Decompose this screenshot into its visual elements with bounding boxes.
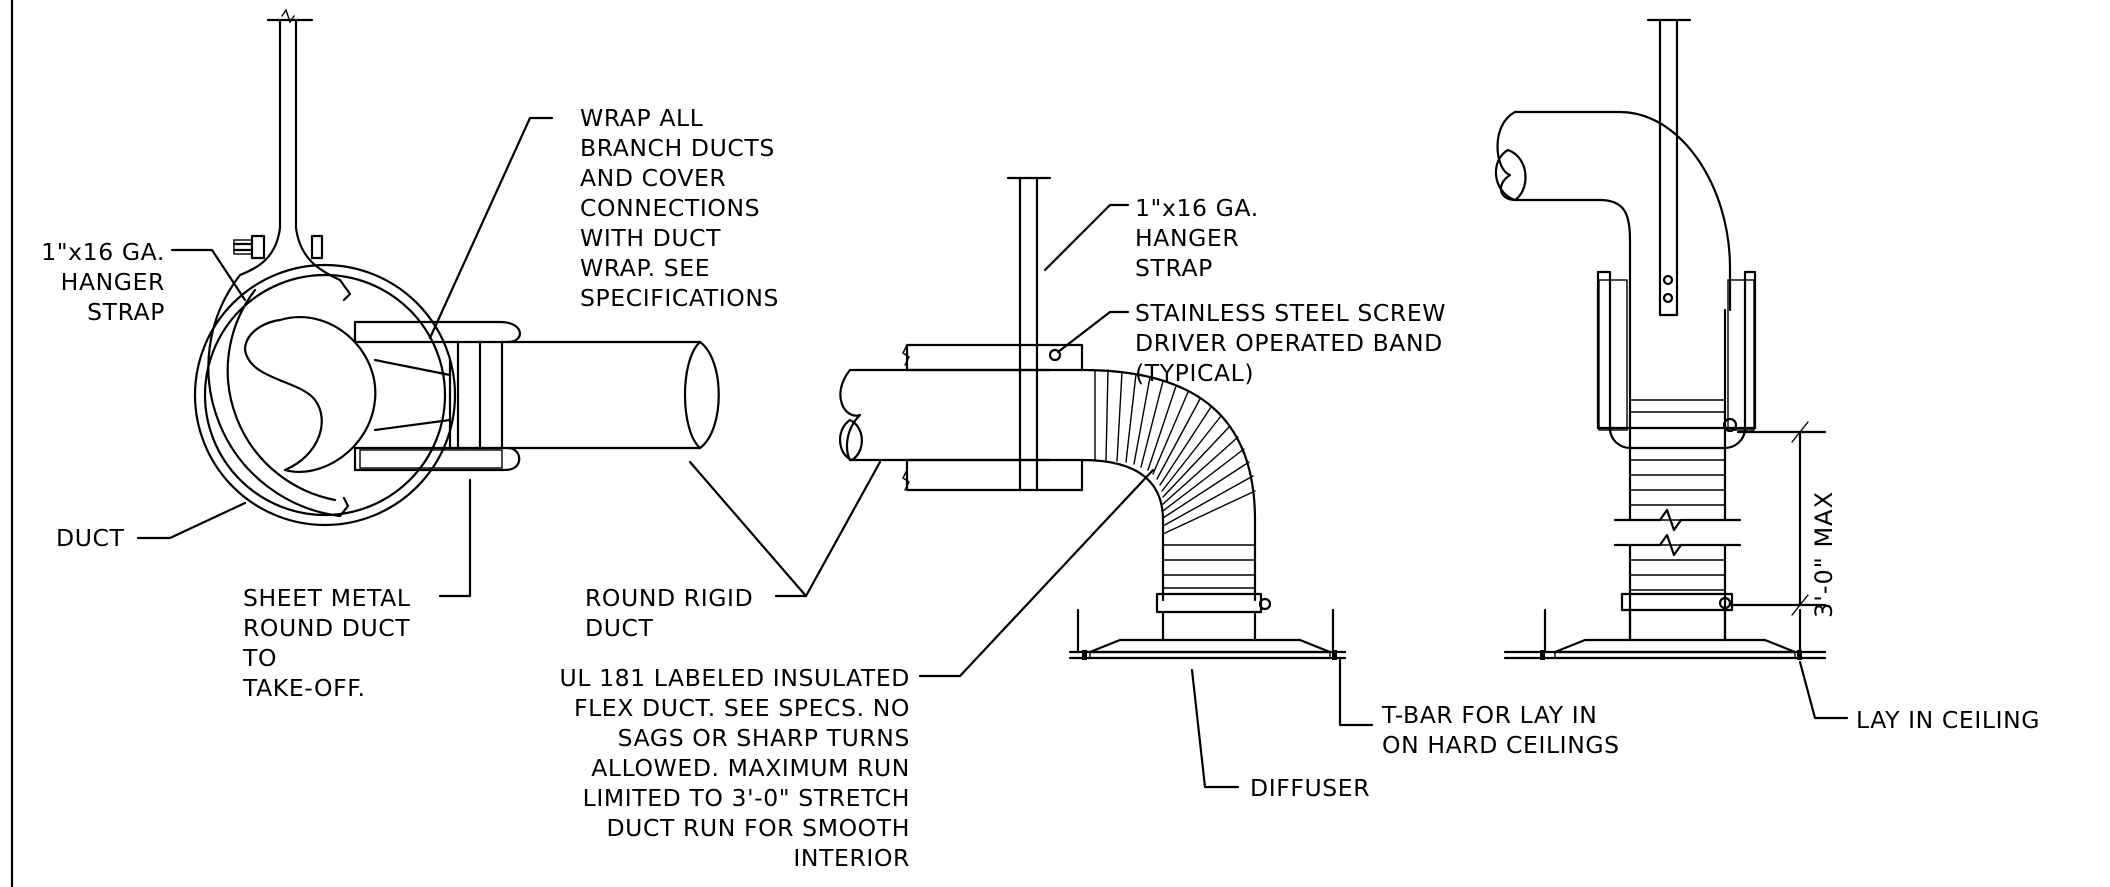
label-hanger-strap-left: 1"x16 GA. HANGER STRAP [41,238,165,326]
label-flex-duct: UL 181 LABELED INSULATED FLEX DUCT. SEE … [559,664,910,872]
label-band: STAINLESS STEEL SCREW DRIVER OPERATED BA… [1135,299,1447,387]
takeoff-leaders [136,116,882,598]
label-duct: DUCT [56,524,125,552]
dimension-max-run: 3'-0" MAX [1810,490,1838,618]
vertical-drop-detail [1494,18,1827,660]
label-diffuser: DIFFUSER [1250,774,1371,802]
label-tbar: T-BAR FOR LAY IN ON HARD CEILINGS [1382,701,1620,759]
takeoff-detail [193,8,720,527]
label-round-rigid-duct: ROUND RIGID DUCT [585,584,754,642]
label-sheet-metal: SHEET METAL ROUND DUCT TO TAKE-OFF. [243,584,411,702]
flex-leaders [918,203,1849,789]
label-lay-in-ceiling: LAY IN CEILING [1856,706,2041,734]
label-hanger-strap-mid: 1"x16 GA. HANGER STRAP [1135,194,1259,282]
flex-elbow-detail [839,176,1347,660]
label-wrap-note: WRAP ALL BRANCH DUCTS AND COVER CONNECTI… [580,104,780,312]
